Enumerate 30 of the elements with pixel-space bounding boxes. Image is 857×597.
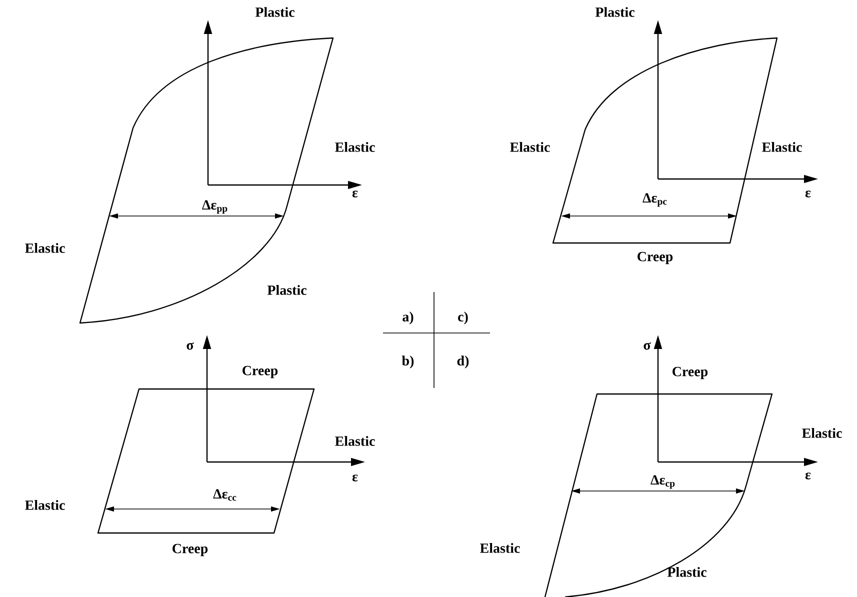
region-label: Elastic bbox=[335, 436, 375, 446]
region-label: Elastic bbox=[510, 142, 550, 152]
axis-label: ε bbox=[352, 474, 358, 482]
axis-label: ε bbox=[352, 190, 358, 198]
region-label: Elastic bbox=[802, 428, 842, 438]
region-label: Elastic bbox=[25, 243, 65, 253]
axis-label: ε bbox=[805, 190, 811, 198]
strain-range-label: Δε$_{pp}$ bbox=[202, 200, 228, 214]
region-label: Creep bbox=[638, 252, 673, 264]
region-label: Elastic bbox=[762, 142, 802, 152]
axis-label: σ bbox=[186, 342, 194, 350]
region-label: Elastic bbox=[335, 142, 375, 152]
axis-label: σ bbox=[644, 342, 651, 350]
panel-label: a) bbox=[402, 312, 414, 324]
panel-label: c) bbox=[458, 312, 468, 324]
strain-range-label: Δε$_{cc}$ bbox=[213, 489, 236, 501]
panel-label: d) bbox=[457, 356, 469, 368]
strain-range-label: Δε$_{cp}$ bbox=[650, 475, 675, 489]
axis-label: ε bbox=[805, 472, 811, 480]
region-label: Creep bbox=[672, 366, 708, 380]
region-label: Creep bbox=[242, 366, 278, 378]
region-label: Plastic bbox=[255, 7, 294, 17]
region-label: Elastic bbox=[25, 500, 65, 510]
region-label: Plastic bbox=[267, 285, 306, 295]
panel-label: b) bbox=[402, 356, 414, 368]
region-label: Elastic bbox=[480, 543, 520, 553]
region-label: Creep bbox=[172, 544, 208, 556]
strain-range-label: Δε$_{pc}$ bbox=[642, 193, 667, 207]
region-label: Plastic bbox=[595, 7, 634, 17]
region-label: Plastic bbox=[667, 567, 706, 577]
